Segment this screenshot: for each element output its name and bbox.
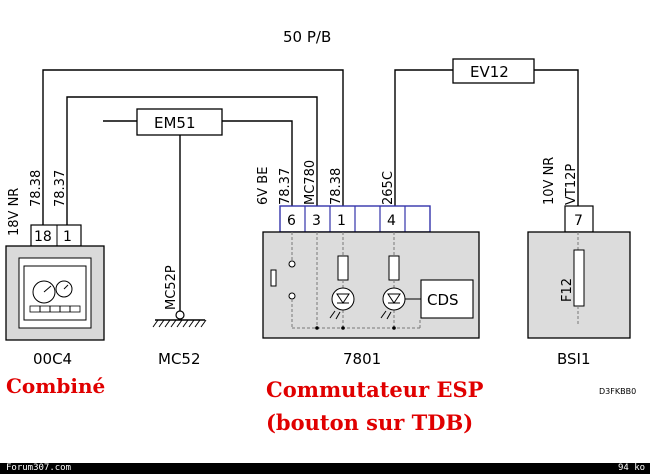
- switch-pin-4: 4: [387, 213, 396, 229]
- switch-wire-265c: 265C: [381, 171, 396, 205]
- bsi-wire-vt12p: VT12P: [564, 164, 579, 205]
- combine-caption: Combiné: [6, 374, 105, 398]
- switch-pin-3: 3: [312, 213, 321, 229]
- combine-pin-1: 1: [63, 229, 72, 245]
- combine-pin-18: 18: [34, 229, 52, 245]
- combine-code: 00C4: [33, 350, 72, 368]
- led-icon: [329, 287, 355, 320]
- ground-icon: [152, 310, 207, 328]
- bsi-module: F12: [527, 231, 631, 339]
- switch-caption-line1: Commutateur ESP: [266, 377, 484, 402]
- combine-wire-78-37: 78.37: [53, 170, 68, 207]
- switch-pin-6: 6: [287, 213, 296, 229]
- ground-code: MC52: [158, 350, 201, 368]
- switch-wire-labels: 6V BE 78.37 MC780 78.38 265C: [256, 160, 396, 205]
- bsi-connector-pin: 7: [564, 205, 594, 233]
- bsi-fuse-f12: F12: [560, 278, 575, 302]
- bsi-code: BSI1: [557, 350, 591, 368]
- reference-code: D3FKBB0: [599, 387, 636, 396]
- switch-connector-pins: 6 3 1 4: [279, 205, 431, 233]
- combine-wire-78-38: 78.38: [29, 170, 44, 207]
- combine-connector-pins: 18 1: [30, 224, 82, 247]
- bsi-wire-10v-nr: 10V NR: [542, 157, 557, 205]
- footer-size: 94 ko: [618, 463, 646, 473]
- bsi-wire-labels: 10V NR VT12P: [542, 157, 579, 205]
- footer-site: Forum307.com: [6, 463, 72, 473]
- fuse-em51: EM51: [136, 108, 223, 136]
- switch-pin-1: 1: [337, 213, 346, 229]
- switch-caption-line2: (bouton sur TDB): [266, 410, 473, 435]
- fuse-ev12-label: EV12: [470, 63, 509, 81]
- ground-wire-label: MC52P: [164, 265, 179, 310]
- combine-module: [5, 245, 105, 341]
- wires: [42, 69, 579, 312]
- switch-wire-78-37: 78.37: [278, 168, 293, 205]
- cds-label: CDS: [427, 291, 459, 309]
- top-wire-label: 50 P/B: [283, 28, 331, 46]
- bsi-pin-7: 7: [574, 213, 583, 229]
- switch-wire-6v-be: 6V BE: [256, 167, 271, 205]
- footer-bar: Forum307.com 94 ko: [0, 463, 650, 474]
- fuse-em51-label: EM51: [154, 114, 196, 132]
- gauge-icon: [29, 280, 81, 313]
- fuse-ev12: EV12: [452, 58, 535, 84]
- switch-wire-mc780: MC780: [303, 160, 318, 205]
- combine-wire-18v-nr: 18V NR: [7, 188, 22, 236]
- switch-wire-78-38: 78.38: [329, 168, 344, 205]
- switch-module: CDS: [262, 231, 480, 339]
- switch-code: 7801: [343, 350, 381, 368]
- combine-wire-labels: 18V NR 78.38 78.37: [7, 170, 68, 236]
